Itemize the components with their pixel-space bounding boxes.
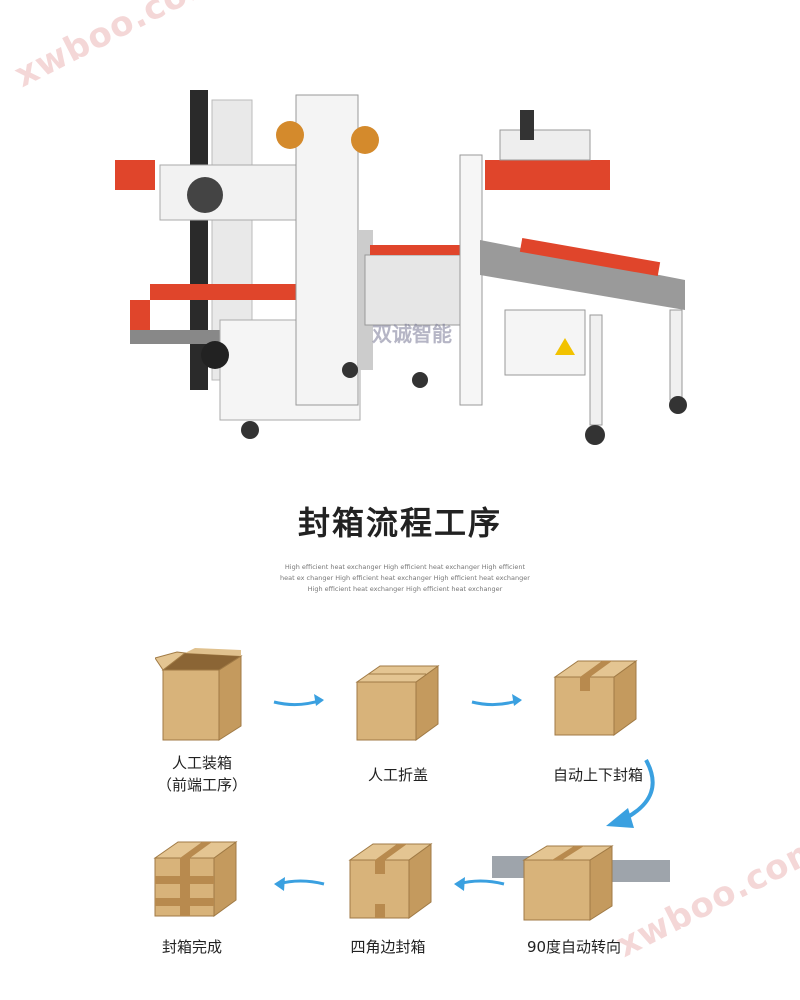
machine-brand-overlay: 双诚智能 (372, 322, 452, 346)
step-label-90-degree-turn: 90度自动转向 (526, 938, 622, 956)
arrow-left-icon (452, 872, 507, 900)
curved-arrow-down-icon (596, 756, 666, 840)
step-label-auto-top-bottom-seal: 自动上下封箱 (552, 766, 643, 784)
arrow-right-icon (470, 690, 525, 718)
subtitle-text: High efficient heat exchanger High effic… (280, 563, 530, 593)
turning-box-conveyor-icon (492, 840, 670, 926)
taped-box-icon (550, 655, 642, 740)
step-label-sealing-complete: 封箱完成 (161, 938, 222, 956)
step-label-manual-folding: 人工折盖 (367, 766, 428, 784)
step-label-four-corner-seal: 四角边封箱 (350, 938, 426, 956)
arrow-right-icon (272, 690, 327, 718)
page-title: 封箱流程工序 (297, 504, 502, 542)
step-label-manual-packing: 人工装箱 （前端工序） (156, 754, 247, 794)
corner-sealed-box-icon (345, 838, 437, 923)
carton-sealer-machine-image: 双诚智能 (100, 70, 720, 460)
finished-box-icon (150, 836, 242, 921)
open-box-icon (155, 648, 247, 743)
arrow-left-icon (272, 872, 327, 900)
folded-box-icon (352, 660, 444, 745)
